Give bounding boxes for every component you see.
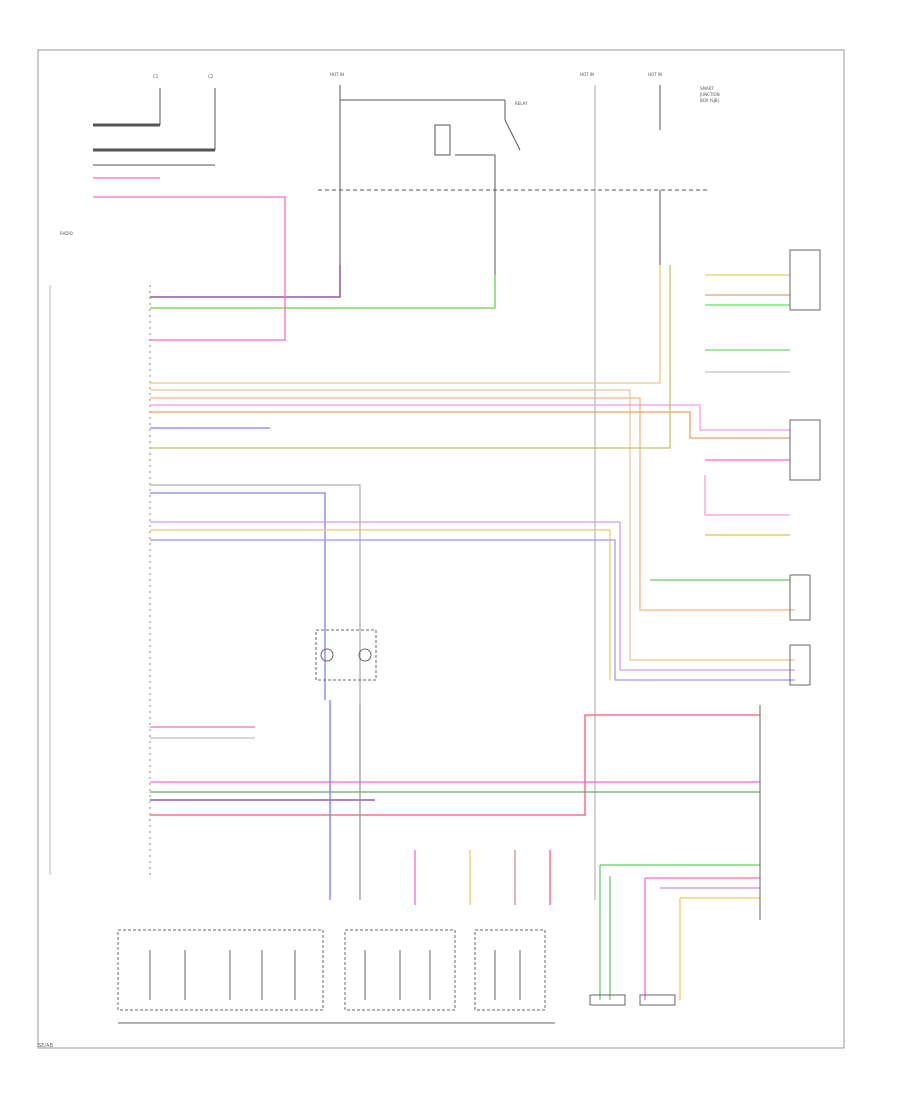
svg-text:HOT IN: HOT IN bbox=[580, 72, 594, 77]
svg-text:BOX (SJB): BOX (SJB) bbox=[700, 98, 720, 103]
figure-id: SE/AB bbox=[38, 1043, 53, 1049]
svg-text:RADIO: RADIO bbox=[60, 231, 73, 236]
radio-connector bbox=[49, 285, 151, 875]
svg-text:HOT IN: HOT IN bbox=[648, 72, 662, 77]
svg-text:JUNCTION: JUNCTION bbox=[699, 92, 720, 97]
clockspring bbox=[315, 629, 377, 681]
wires bbox=[93, 177, 795, 1000]
svg-text:SMART: SMART bbox=[700, 86, 714, 91]
svg-text:C2: C2 bbox=[208, 74, 214, 79]
svg-text:HOT IN: HOT IN bbox=[330, 72, 344, 77]
svg-text:RELAY: RELAY bbox=[515, 101, 528, 106]
svg-text:C1: C1 bbox=[153, 74, 159, 79]
diagram-border bbox=[37, 49, 845, 1049]
top-labels: C1 C2 HOT IN HOT IN HOT IN SMART JUNCTIO… bbox=[60, 72, 720, 236]
rear-speakers bbox=[589, 994, 676, 1006]
right-speakers bbox=[759, 249, 821, 920]
steering-wheel-switches bbox=[117, 929, 555, 1024]
